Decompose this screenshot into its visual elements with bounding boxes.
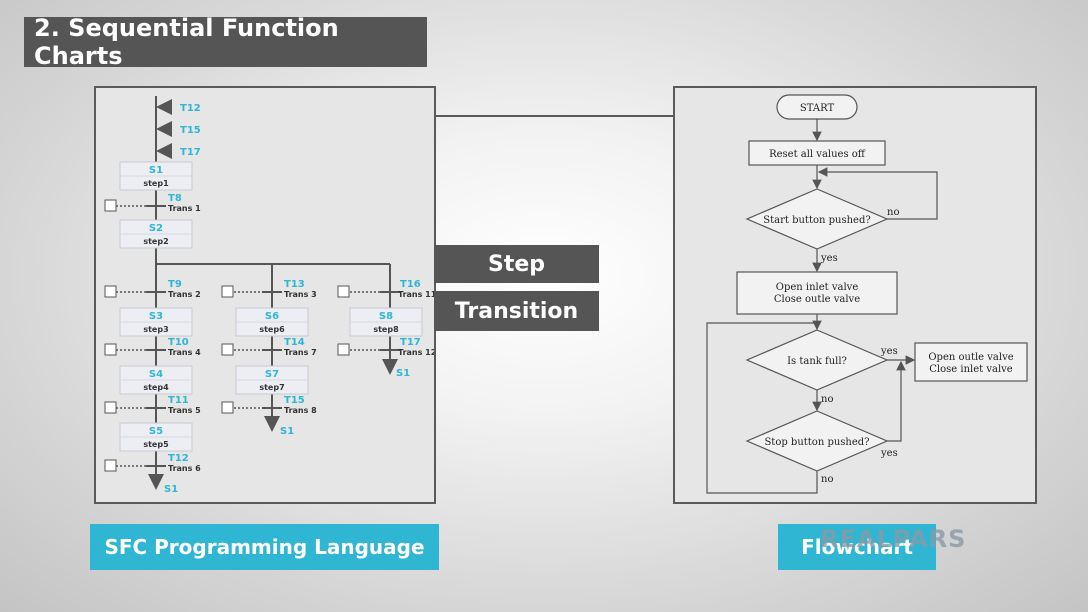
branch-label-yes: yes [820,253,838,264]
condition-icon [104,285,117,298]
condition-icon [104,199,117,212]
transition-id: T15 [284,395,305,406]
condition-icon [337,285,350,298]
condition-icon [104,343,117,356]
branch-label-no: no [821,474,833,485]
condition-icon [104,459,117,472]
flowchart-diagram: START Reset all values off Start button … [706,94,1028,494]
sfc-diagram-panel: T12 T15 T17 S1 S2 S3 S4 S5 S6 S7 S8 step… [94,86,437,504]
transition-id: T13 [284,279,305,290]
sfc-language-label: SFC Programming Language [90,524,439,570]
condition-icon [221,401,234,414]
entry-transition-label: T12 [180,103,201,114]
transition-name: Trans 1 [168,204,201,213]
entry-transition-label: T15 [180,125,201,136]
close-inlet-text: Close inlet valve [929,364,1013,375]
transition-id: T17 [400,337,421,348]
condition-icon [221,343,234,356]
transition-name: Trans 5 [168,406,201,415]
start-button-text: Start button pushed? [763,215,870,226]
transition-name: Trans 2 [168,290,201,299]
branch-label-yes: yes [880,448,898,459]
open-outle-text: Open outle valve [928,352,1013,363]
transition-name: Trans 6 [168,464,201,473]
step-label: Step [434,245,599,283]
transition-id: T10 [168,337,189,348]
transition-id: T9 [168,279,182,290]
step-id: S5 [149,426,163,437]
transition-name: Trans 4 [168,348,201,357]
step-name: step7 [259,383,284,392]
reset-text: Reset all values off [769,149,866,160]
transition-id: T8 [168,193,182,204]
transition-id: T16 [400,279,421,290]
stop-button-text: Stop button pushed? [764,437,869,448]
step-name: step3 [143,325,168,334]
open-inlet-text: Open inlet valve [776,282,859,293]
branch-label-yes: yes [880,346,898,357]
transition-name: Trans 8 [284,406,317,415]
step-id: S4 [149,369,163,380]
step-name: step8 [373,325,399,334]
transition-name: Trans 11 [398,290,434,299]
condition-icon [104,401,117,414]
start-text: START [800,103,835,114]
condition-icon [221,285,234,298]
step-id: S2 [149,223,163,234]
reset-box [748,140,886,166]
step-id: S3 [149,311,163,322]
entry-transition-label: T17 [180,147,201,158]
branch-label-no: no [887,207,899,218]
step-name: step6 [259,325,285,334]
transition-label: Transition [434,291,599,331]
branch-label-no: no [821,394,833,405]
step-id: S7 [265,369,279,380]
tank-full-text: Is tank full? [787,356,847,367]
flowchart-panel: START Reset all values off Start button … [673,86,1037,504]
step-id: S8 [379,311,393,322]
page-title: 2. Sequential Function Charts [24,14,427,70]
step-id: S1 [149,165,163,176]
open-outle-box [914,342,1028,382]
connector-line [436,115,673,117]
transition-id: T11 [168,395,189,406]
jump-target: S1 [396,368,410,379]
step-name: step1 [143,179,169,188]
transition-name: Trans 3 [284,290,317,299]
step-name: step5 [143,440,169,449]
jump-target: S1 [280,426,294,437]
open-inlet-box [736,271,898,315]
step-name: step2 [143,237,168,246]
realpars-logo: REALPARS [820,525,967,553]
flowchart-label: Flowchart [778,524,936,570]
condition-icon [337,343,350,356]
jump-target: S1 [164,484,178,495]
close-outle-text: Close outle valve [774,294,860,305]
transition-name: Trans 7 [284,348,317,357]
sfc-diagram: T12 T15 T17 S1 S2 S3 S4 S5 S6 S7 S8 step… [104,96,437,495]
transition-id: T14 [284,337,305,348]
step-name: step4 [143,383,169,392]
transition-id: T12 [168,453,189,464]
transition-name: Trans 12 [398,348,434,357]
step-id: S6 [265,311,279,322]
